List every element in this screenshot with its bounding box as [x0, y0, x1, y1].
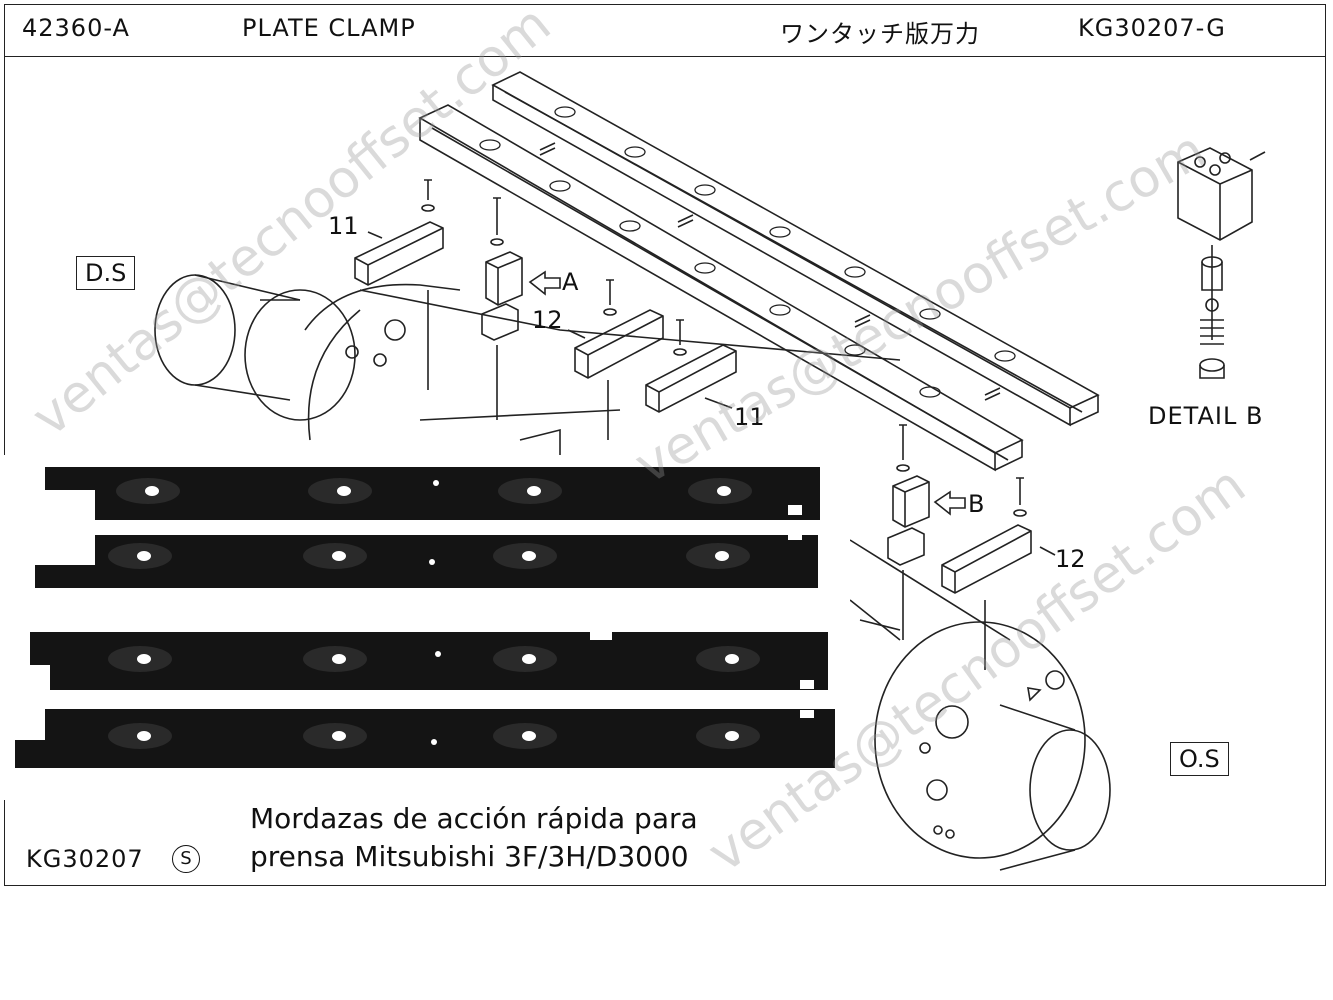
detail-b-label: DETAIL B — [1148, 402, 1264, 430]
drive-side-label: D.S — [76, 256, 136, 290]
clamp-bar-1 — [45, 467, 820, 520]
part-12-right — [941, 477, 1032, 670]
callout-12-right: 12 — [1055, 545, 1086, 573]
clamp-bar-2 — [35, 532, 818, 588]
part-12-left — [574, 279, 664, 440]
caption-line-2: prensa Mitsubishi 3F/3H/D3000 — [250, 840, 689, 873]
leader-12-left — [567, 329, 586, 339]
part-number: 42360-A — [22, 14, 130, 42]
clamp-rail-lower — [418, 104, 1024, 472]
clamp-rail-upper — [491, 71, 1100, 427]
callout-11-top: 11 — [328, 212, 359, 240]
callout-12-left: 12 — [532, 306, 563, 334]
part-11-top — [354, 179, 444, 390]
drawing-code: KG30207-G — [1078, 14, 1226, 42]
standard-mark: S — [172, 845, 200, 873]
clamp-bar-3 — [30, 632, 828, 690]
leader-12-right — [1039, 546, 1056, 556]
leader-11-lower — [704, 397, 733, 409]
header-divider — [4, 56, 1326, 57]
operator-side-label: O.S — [1170, 742, 1229, 776]
detail-b-assembly — [1177, 147, 1266, 379]
cylinder-right — [849, 539, 1111, 871]
drawing-title: PLATE CLAMP — [242, 14, 416, 42]
part-b-block — [887, 424, 966, 640]
rail-slots — [479, 106, 1016, 398]
caption-line-1: Mordazas de acción rápida para — [250, 802, 698, 835]
rail-pins — [539, 142, 1001, 401]
leader-11-top — [367, 231, 383, 239]
part-a-block — [481, 197, 561, 420]
arrow-b-label: B — [968, 490, 985, 518]
cylinder-left — [154, 274, 901, 460]
callout-11-lower: 11 — [734, 403, 765, 431]
part-11-lower — [645, 319, 737, 413]
footer-code: KG30207 — [26, 845, 144, 873]
drawing-title-japanese: ワンタッチ版万力 — [780, 20, 980, 48]
clamp-bar-4 — [15, 709, 835, 768]
product-caption: Mordazas de acción rápida para prensa Mi… — [250, 800, 698, 876]
arrow-a-label: A — [562, 268, 579, 296]
clamp-bars-photo — [0, 455, 850, 800]
